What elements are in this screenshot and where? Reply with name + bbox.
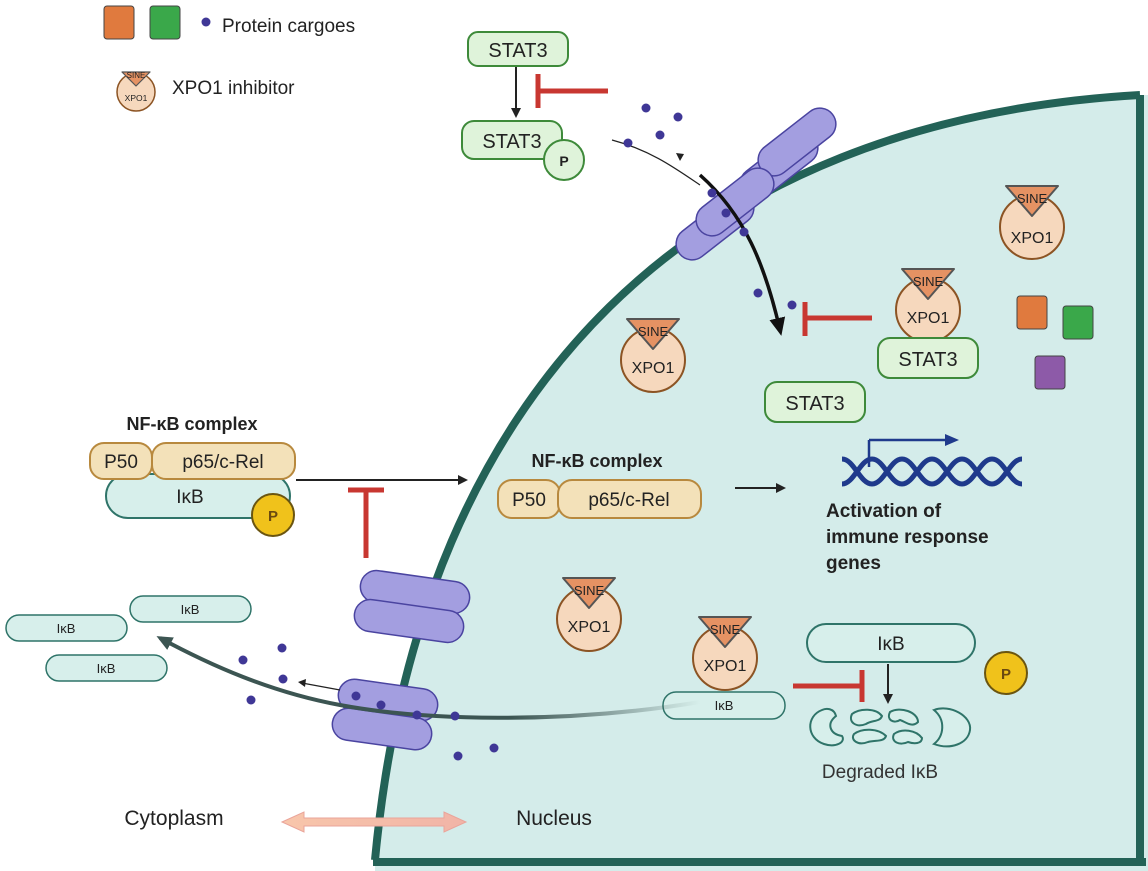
legend-cargo-orange-square bbox=[103, 5, 135, 40]
sine-label-3: SINE bbox=[638, 324, 669, 339]
p65-nucleus: p65/c-Rel bbox=[557, 479, 702, 519]
degradation-inhibition-bar bbox=[793, 670, 865, 702]
cargo-orange-square bbox=[1016, 295, 1048, 330]
dna-helix-icon bbox=[841, 456, 1023, 487]
nucleus-region bbox=[371, 91, 1148, 871]
xpo1-sine-complex-2: SINE XPO1 bbox=[895, 268, 961, 343]
ikb-nucleus-phospho-badge: P bbox=[984, 651, 1028, 695]
phospho-stat3-label: STAT3 bbox=[482, 131, 541, 153]
stat3-bound-label: STAT3 bbox=[898, 349, 957, 371]
activation-text-line2: immune response bbox=[826, 527, 989, 548]
ikb-nucleus-bound: IκB bbox=[662, 691, 786, 720]
p50-cytoplasm-label: P50 bbox=[104, 452, 138, 473]
cargo-dots-top bbox=[623, 103, 797, 310]
stat3-export-thin-arrow bbox=[611, 139, 701, 186]
xpo1-sine-complex-1: SINE XPO1 bbox=[999, 185, 1065, 260]
ikb-exported-3: IκB bbox=[45, 654, 168, 682]
ikb-bound-label: IκB bbox=[176, 487, 203, 508]
sine-label-1: SINE bbox=[1017, 191, 1048, 206]
degraded-ikb-fragments bbox=[809, 707, 972, 748]
transcription-start-arrow bbox=[867, 434, 959, 467]
xpo1-sine-complex-4: SINE XPO1 bbox=[556, 577, 622, 652]
ikb-exported-2-label: IκB bbox=[57, 621, 76, 636]
stat3-nucleus-label: STAT3 bbox=[785, 393, 844, 415]
stat3-cytoplasm-label: STAT3 bbox=[488, 40, 547, 62]
legend-cargo-green-square bbox=[149, 5, 181, 40]
xpo1-label-1: XPO1 bbox=[1011, 230, 1054, 247]
legend-sine-text: SINE bbox=[127, 71, 146, 80]
xpo1-label-5: XPO1 bbox=[704, 658, 747, 675]
xpo1-label-4: XPO1 bbox=[568, 619, 611, 636]
small-arrowhead bbox=[676, 153, 684, 161]
stat3-nucleus-box: STAT3 bbox=[764, 381, 866, 423]
degraded-ikb-label: Degraded IκB bbox=[822, 762, 938, 783]
ikb-export-thin-arrow bbox=[301, 682, 341, 691]
p65-cytoplasm-label: p65/c-Rel bbox=[182, 452, 263, 473]
nfkb-inhibition-bar bbox=[348, 487, 384, 558]
ikb-free-nucleus: IκB bbox=[806, 623, 976, 663]
nuclear-pore-top bbox=[675, 107, 837, 261]
legend-xpo1-inhibitor-icon: SINE XPO1 bbox=[116, 71, 156, 112]
p50-nucleus-label: P50 bbox=[512, 490, 546, 511]
xpo1-label-2: XPO1 bbox=[907, 310, 950, 327]
legend-cargo-dot bbox=[201, 17, 211, 27]
stat3-inhibition-bar-nucleus bbox=[802, 302, 872, 336]
activation-text-line3: genes bbox=[826, 553, 881, 574]
nfkb-complex-title-cytoplasm: NF-κB complex bbox=[126, 414, 257, 434]
legend-xpo1-inhibitor-label: XPO1 inhibitor bbox=[172, 78, 295, 99]
stat3-cytoplasm-box: STAT3 bbox=[467, 31, 569, 67]
stat3-bound-box: STAT3 bbox=[877, 337, 979, 379]
ikb-bound-cytoplasm: IκB bbox=[105, 473, 291, 519]
cargo-green-square bbox=[1062, 305, 1094, 340]
phospho-stat3-box: STAT3 P bbox=[461, 120, 585, 181]
ikb-exported-3-label: IκB bbox=[97, 661, 116, 676]
stat3-phospho-label: P bbox=[559, 153, 568, 169]
cytoplasm-label: Cytoplasm bbox=[124, 807, 223, 830]
p65-cytoplasm: p65/c-Rel bbox=[151, 442, 296, 480]
sine-label-5: SINE bbox=[710, 622, 741, 637]
ikb-nucleus-phospho-label: P bbox=[1001, 666, 1011, 683]
sine-label-4: SINE bbox=[574, 583, 605, 598]
xpo1-sine-complex-5: SINE XPO1 bbox=[692, 616, 758, 691]
stat3-inhibition-bar-top bbox=[535, 74, 608, 108]
nucleus-label: Nucleus bbox=[516, 807, 592, 830]
nfkb-complex-title-nucleus: NF-κB complex bbox=[531, 451, 662, 471]
small-arrowhead-bottom bbox=[298, 679, 306, 687]
legend-protein-cargoes-label: Protein cargoes bbox=[222, 16, 355, 37]
ikb-phospho-badge: P bbox=[251, 493, 295, 537]
activation-text-line1: Activation of bbox=[826, 501, 942, 522]
cargo-dots-bottom bbox=[238, 643, 499, 761]
p65-nucleus-label: p65/c-Rel bbox=[588, 490, 669, 511]
ikb-exported-1: IκB bbox=[129, 595, 252, 623]
ikb-nucleus-bound-label: IκB bbox=[715, 698, 734, 713]
ikb-export-arrow bbox=[156, 636, 701, 720]
cytoplasm-nucleus-double-arrow bbox=[280, 811, 468, 833]
xpo1-label-3: XPO1 bbox=[632, 360, 675, 377]
ikb-exported-1-label: IκB bbox=[181, 602, 200, 617]
p50-nucleus: P50 bbox=[497, 479, 561, 519]
sine-label-2: SINE bbox=[913, 274, 944, 289]
cargo-purple-square bbox=[1034, 355, 1066, 390]
ikb-phospho-label: P bbox=[268, 508, 278, 525]
xpo1-sine-complex-3: SINE XPO1 bbox=[620, 318, 686, 393]
ikb-exported-2: IκB bbox=[5, 614, 128, 642]
legend-xpo1-text: XPO1 bbox=[125, 93, 148, 103]
ikb-free-label: IκB bbox=[877, 634, 904, 655]
p50-cytoplasm: P50 bbox=[89, 442, 153, 480]
legend: Protein cargoes SINE XPO1 XPO1 inhibitor bbox=[103, 5, 355, 112]
